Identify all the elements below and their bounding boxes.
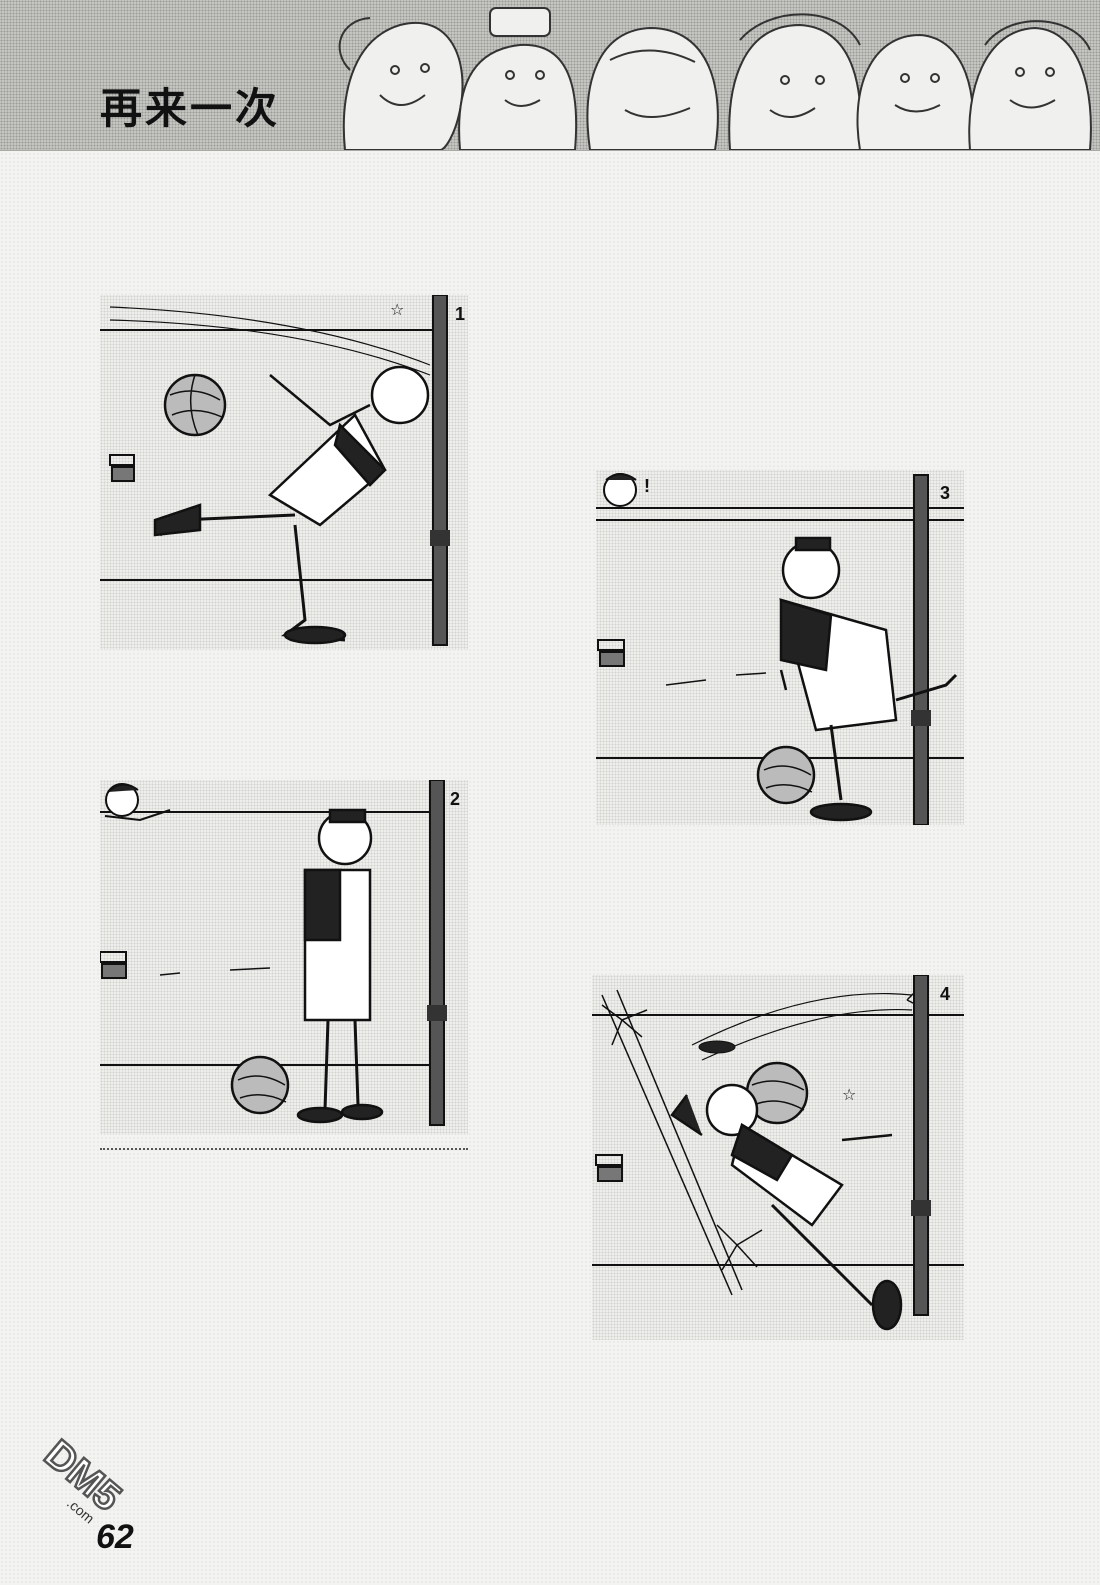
panel-1-number: 1 (455, 304, 466, 324)
impact-burst (601, 984, 928, 1271)
svg-text:☆: ☆ (390, 300, 404, 319)
panel-3-artwork: ! (596, 473, 964, 825)
panel-3-number: 3 (940, 483, 951, 503)
panel-1-artwork: ☆ (100, 295, 450, 646)
comic-panel-3: ! 3 (596, 470, 964, 825)
comic-title: 再来一次 (100, 84, 281, 133)
page-number: 62 (96, 1518, 134, 1556)
svg-text:☆: ☆ (842, 1085, 856, 1104)
comic-panel-1: ☆ 1 (100, 295, 468, 650)
dm5-watermark-logo: DM5 .com (35, 1431, 130, 1527)
panel-4-number: 4 (940, 984, 951, 1004)
comic-panel-2: 2 (100, 780, 468, 1135)
panel-4-artwork: ☆ (592, 975, 964, 1331)
header-character-faces (338, 7, 1092, 150)
panel-2-divider (100, 1148, 468, 1150)
exclaim-mark: ! (644, 476, 650, 496)
panel-2-number: 2 (450, 789, 461, 809)
page-header-banner: 再来一次 (0, 0, 1100, 151)
comic-panel-4: ☆ 4 (592, 975, 964, 1340)
panel-2-artwork (100, 780, 447, 1126)
